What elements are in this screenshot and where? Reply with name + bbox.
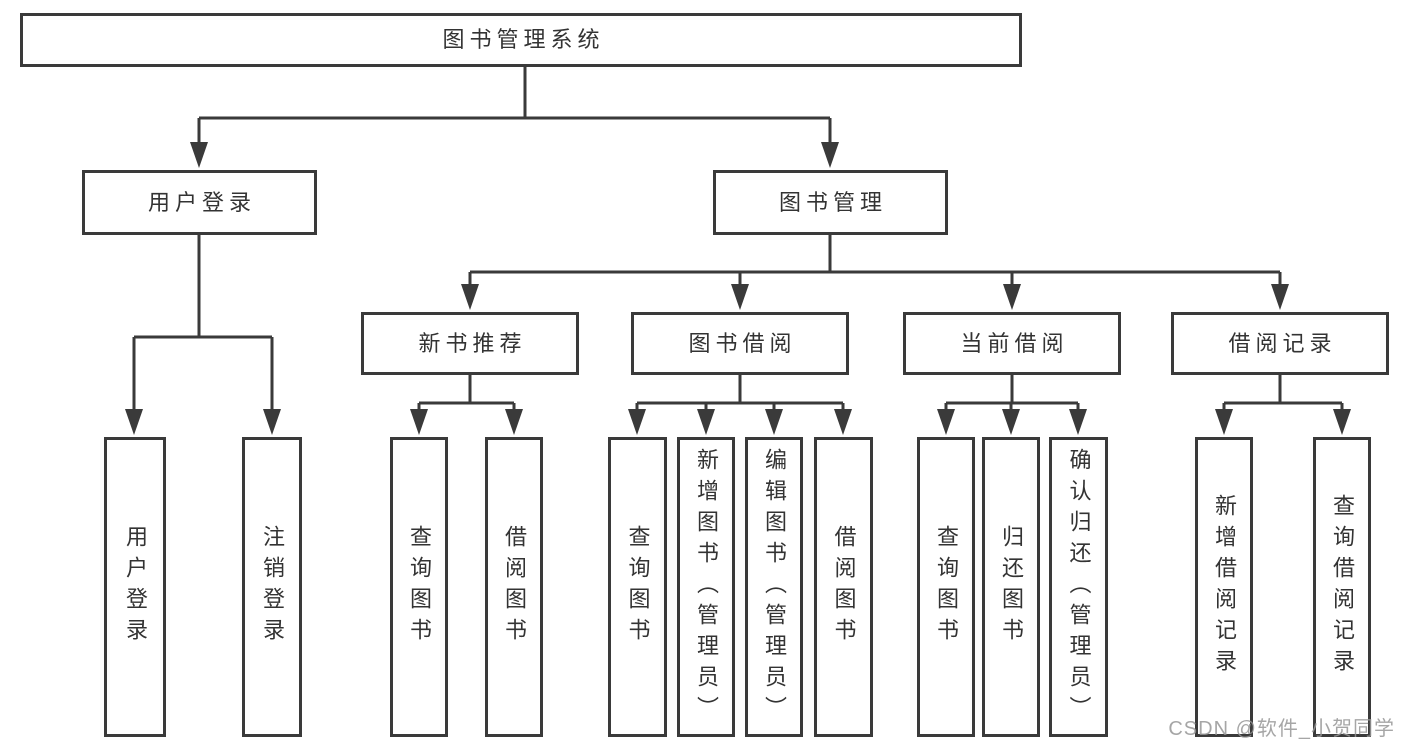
leaf-query-books-borrowing-label: 查询图书 bbox=[625, 525, 651, 649]
leaf-confirm-return-admin-label: 确认归还（管理员） bbox=[1066, 447, 1092, 727]
leaf-query-borrow-record: 查询借阅记录 bbox=[1313, 437, 1371, 737]
leaf-query-books-current: 查询图书 bbox=[917, 437, 975, 737]
leaf-logout-label: 注销登录 bbox=[260, 525, 285, 649]
node-borrowing-records: 借阅记录 bbox=[1171, 312, 1389, 375]
leaf-add-book-admin-label: 新增图书（管理员） bbox=[694, 447, 719, 727]
leaf-query-books-recommend: 查询图书 bbox=[390, 437, 448, 737]
node-current-borrowing-label: 当前借阅 bbox=[960, 330, 1069, 356]
leaf-query-books-current-label: 查询图书 bbox=[934, 525, 959, 649]
node-current-borrowing: 当前借阅 bbox=[903, 312, 1121, 375]
csdn-watermark: CSDN @软件_小贺同学 bbox=[1168, 718, 1395, 740]
node-new-book-recommendation-label: 新书推荐 bbox=[418, 330, 527, 356]
node-book-management-label: 图书管理 bbox=[778, 189, 887, 215]
leaf-borrow-books-borrowing: 借阅图书 bbox=[814, 437, 873, 737]
leaf-logout: 注销登录 bbox=[242, 437, 302, 737]
node-new-book-recommendation: 新书推荐 bbox=[361, 312, 579, 375]
leaf-user-login-label: 用户登录 bbox=[123, 525, 148, 649]
node-book-management: 图书管理 bbox=[713, 170, 948, 235]
leaf-add-book-admin: 新增图书（管理员） bbox=[677, 437, 735, 737]
leaf-borrow-books-recommend-label: 借阅图书 bbox=[502, 525, 527, 649]
leaf-edit-book-admin-label: 编辑图书（管理员） bbox=[762, 447, 787, 727]
node-book-borrowing-label: 图书借阅 bbox=[688, 330, 797, 356]
node-user-login-label: 用户登录 bbox=[147, 189, 256, 215]
leaf-borrow-books-borrowing-label: 借阅图书 bbox=[831, 525, 857, 649]
leaf-return-book: 归还图书 bbox=[982, 437, 1040, 737]
leaf-confirm-return-admin: 确认归还（管理员） bbox=[1049, 437, 1108, 737]
leaf-query-borrow-record-label: 查询借阅记录 bbox=[1330, 494, 1355, 680]
node-borrowing-records-label: 借阅记录 bbox=[1228, 330, 1337, 356]
leaf-borrow-books-recommend: 借阅图书 bbox=[485, 437, 543, 737]
leaf-add-borrow-record: 新增借阅记录 bbox=[1195, 437, 1253, 737]
node-root-label: 图书管理系统 bbox=[442, 27, 605, 52]
leaf-edit-book-admin: 编辑图书（管理员） bbox=[745, 437, 803, 737]
leaf-add-borrow-record-label: 新增借阅记录 bbox=[1212, 494, 1237, 680]
leaf-user-login: 用户登录 bbox=[104, 437, 166, 737]
leaf-return-book-label: 归还图书 bbox=[999, 525, 1024, 649]
node-book-borrowing: 图书借阅 bbox=[631, 312, 849, 375]
node-user-login: 用户登录 bbox=[82, 170, 317, 235]
node-root: 图书管理系统 bbox=[20, 13, 1022, 67]
leaf-query-books-borrowing: 查询图书 bbox=[608, 437, 667, 737]
leaf-query-books-recommend-label: 查询图书 bbox=[407, 525, 432, 649]
